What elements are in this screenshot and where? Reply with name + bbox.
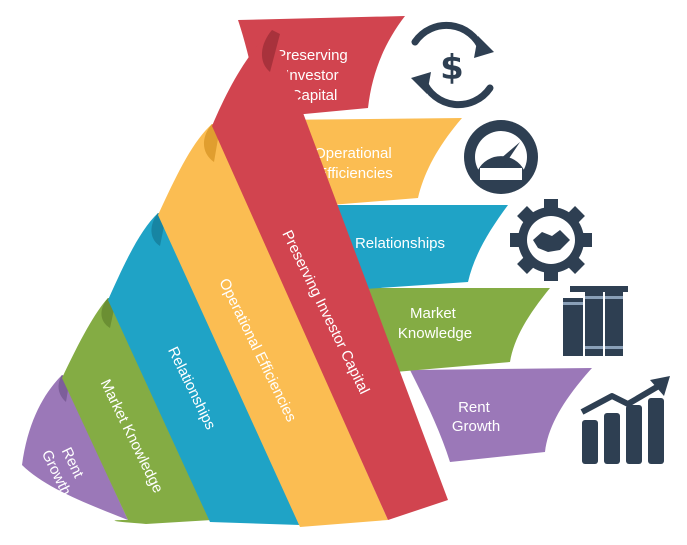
speedometer-icon bbox=[464, 120, 538, 194]
flag-label-market-knowledge: Market Knowledge bbox=[398, 305, 472, 342]
flag-label-operational-efficiencies: Operational Efficiencies bbox=[314, 145, 396, 182]
flag-label-preserving-investor-capital: Preserving Investor Capital bbox=[276, 47, 352, 104]
flag-relationships: Relationships bbox=[318, 205, 508, 290]
flag-label-rent-growth: Rent Growth bbox=[452, 399, 500, 435]
band-preserving-investor-capital bbox=[212, 30, 448, 520]
books-icon bbox=[563, 286, 628, 356]
flag-rent-growth: Rent Growth bbox=[410, 368, 592, 462]
growth-bar-chart-icon bbox=[580, 376, 670, 464]
flag-market-knowledge: Market Knowledge bbox=[362, 288, 550, 372]
dollar-cycle-icon: $ bbox=[411, 21, 494, 109]
flag-label-relationships: Relationships bbox=[355, 235, 445, 252]
svg-text:$: $ bbox=[440, 48, 464, 88]
handshake-gear-icon bbox=[510, 199, 592, 281]
